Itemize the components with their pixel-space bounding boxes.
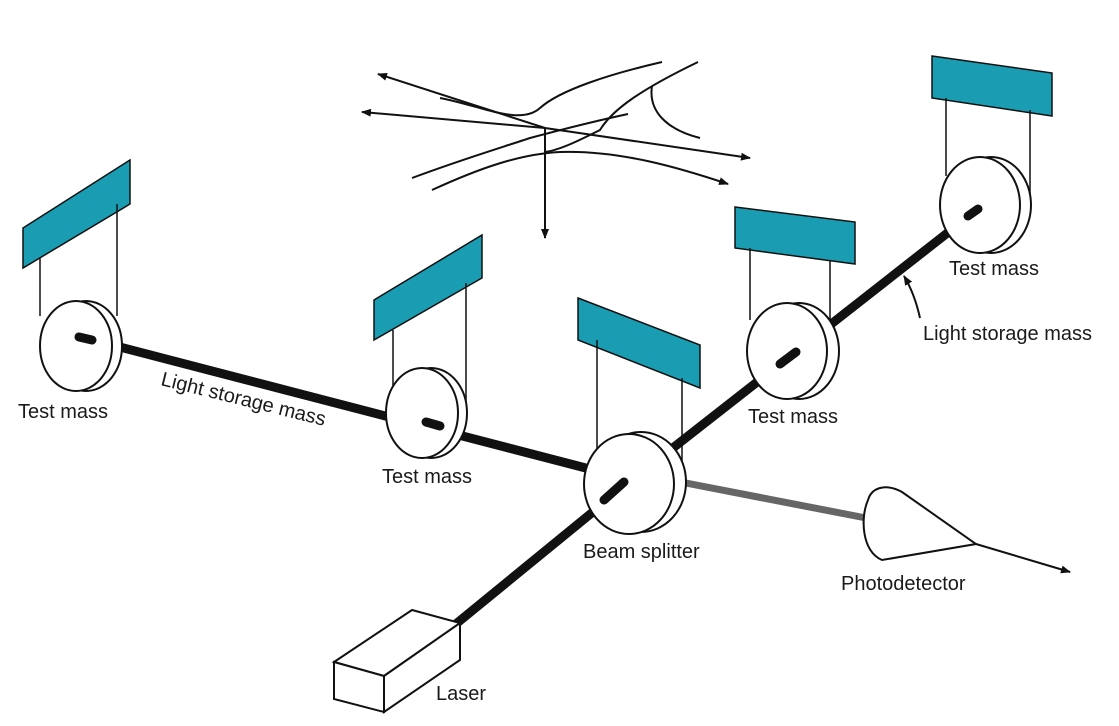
test-mass-mid <box>385 367 468 459</box>
label-test-mass-left: Test mass <box>18 401 108 423</box>
gravitational-wave-symbol <box>361 61 751 239</box>
output-signal-arrow <box>975 543 1071 574</box>
label-beam-splitter: Beam splitter <box>583 541 700 563</box>
wave-curve-right-hook <box>650 85 701 139</box>
spot <box>775 347 801 369</box>
spot <box>963 204 983 221</box>
mass-face <box>746 302 828 400</box>
wave-curve-upper-left <box>439 61 663 117</box>
wave-arrow-upper-left <box>377 72 546 129</box>
mass-face <box>39 300 113 392</box>
label-laser: Laser <box>436 683 486 705</box>
laser-side <box>383 621 461 714</box>
mount-plate-mid <box>373 233 483 342</box>
pointer-arrow <box>903 275 921 319</box>
wave-curve-lower-right <box>431 150 729 191</box>
beam-spots <box>74 204 983 505</box>
laser-beams <box>80 204 983 673</box>
suspension-mounts <box>22 55 1053 482</box>
splitter-face <box>583 433 675 535</box>
label-light-storage-right: Light storage mass <box>923 323 1092 345</box>
wave-arrow-right <box>544 127 751 161</box>
spot <box>421 417 445 431</box>
photodetector-cone <box>862 486 979 562</box>
mount-plate-left <box>22 158 131 270</box>
spot <box>74 332 97 345</box>
label-test-mass-far: Test mass <box>949 258 1039 280</box>
light-storage-pointer <box>903 275 921 319</box>
spot <box>599 477 629 505</box>
label-photodetector: Photodetector <box>841 573 966 595</box>
beam-splitter-cylinder <box>583 431 687 535</box>
wave-curve-upper-right <box>544 61 699 153</box>
test-mass-left <box>39 300 123 392</box>
mass-face <box>385 367 459 459</box>
beam-to-photodetector <box>656 474 870 522</box>
beam-left-arm <box>80 333 637 485</box>
laser-box <box>331 608 463 714</box>
test-mass-far <box>939 156 1032 254</box>
label-test-mass-right: Test mass <box>748 406 838 428</box>
wave-curve-lower-left <box>411 113 629 179</box>
mount-plate-right <box>734 206 856 265</box>
label-test-mass-mid: Test mass <box>382 466 472 488</box>
wave-arrow-left <box>361 108 546 129</box>
mount-plate-far <box>931 55 1053 117</box>
mount-plate-center <box>577 296 701 390</box>
photodetector-device <box>862 486 1071 574</box>
